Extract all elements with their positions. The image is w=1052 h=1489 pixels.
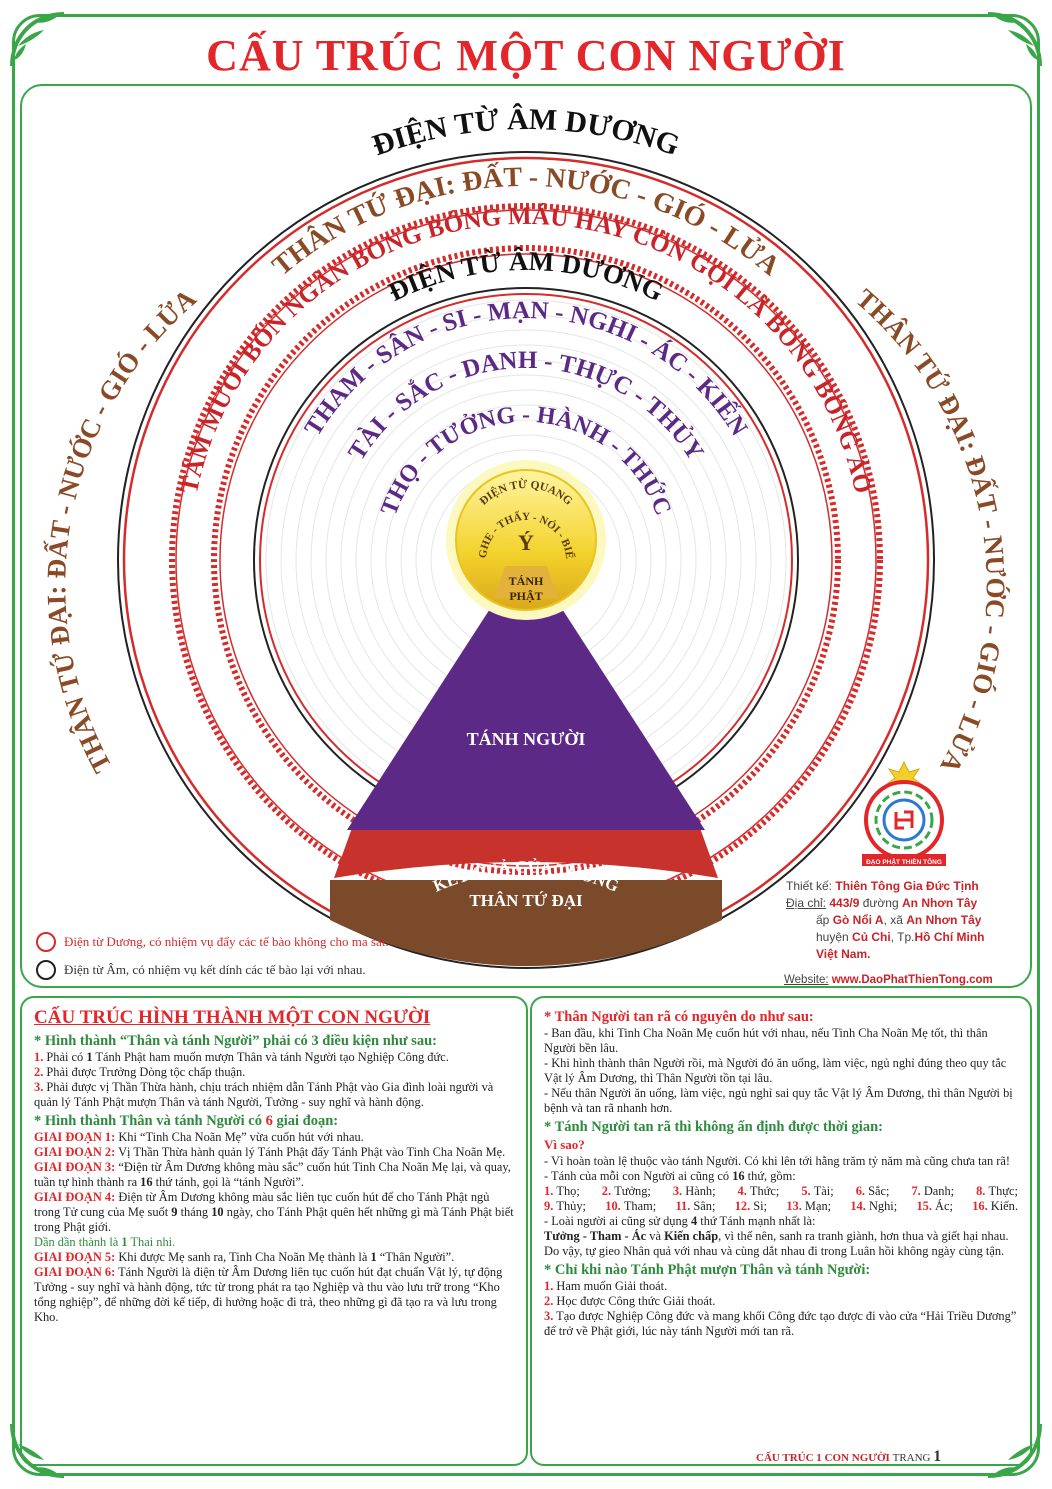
corner-ornament-icon [987,12,1042,67]
reason-4: - Vì hoàn toàn lệ thuộc vào tánh Người. … [544,1154,1011,1168]
nature-item: 12. Si; [734,1199,768,1213]
stage-2: GIAI ĐOẠN 2: Vị Thần Thừa hành quản lý T… [34,1145,506,1159]
why-label: Vì sao? [544,1137,585,1152]
right-text-column: * Thân Người tan rã có nguyên do như sau… [530,996,1032,1466]
diagram-frame [20,84,1032,988]
nature-item: 15. Ác; [916,1199,953,1213]
stage-1: GIAI ĐOẠN 1: Khi “Tinh Cha Noãn Mẹ” vừa … [34,1130,364,1144]
nature-item: 13. Mạn; [786,1199,832,1213]
website-link[interactable]: www.DaoPhatThienTong.com [831,974,993,986]
band-ket-qua [334,828,718,878]
nature-item: 11. Sân; [675,1199,716,1213]
core-circle [455,469,597,611]
nature-item: 6. Sắc; [855,1184,890,1198]
ring-outer-text: ĐIỆN TỪ ÂM DƯƠNG [368,103,683,162]
outer-black-ring [117,151,935,969]
subheading-stages: * Hình thành Thân và tánh Người có 6 gia… [34,1113,339,1129]
liberation-2: 2. Học được Công thức Giải thoát. [544,1294,716,1308]
condition-1: 1. Phải có 1 Tánh Phật ham muốn mượn Thâ… [34,1050,449,1064]
nature-item: 3. Hành; [672,1184,716,1198]
page-title: CẤU TRÚC MỘT CON NGƯỜI [206,31,846,80]
thai-nhi-line: Dần dần thành là 1 Thai nhi. [34,1235,176,1249]
condition-2: 2. Phải được Trưởng Dòng tộc chấp thuận. [34,1065,246,1079]
natures-intro: - Tánh của mỗi con Người ai cũng có 16 t… [544,1169,796,1183]
natures-row-1: 1. Thọ; 2. Tưởng; 3. Hành; 4. Thức; 5. Tài; 6… [544,1184,1018,1199]
nature-item: 4. Thức; [737,1184,780,1198]
black-circle-icon [36,960,56,980]
strongest-intro: - Loài người ai cũng sử dụng 4 thứ Tánh … [544,1214,816,1228]
natures-row-2: 9. Thủy; 10. Tham; 11. Sân; 12. Si; 13. Mạn;… [544,1199,1018,1214]
beaded-ring [169,203,883,917]
stage-4: GIAI ĐOẠN 4: Điện từ Âm Dương không màu … [34,1190,514,1234]
pyramid-text: TÁNH NGƯỜI [467,728,586,749]
nature-item: 7. Danh; [911,1184,955,1198]
nature-item: 1. Thọ; [544,1184,580,1198]
beaded-ring [211,245,841,875]
core-center-text: Ý [518,530,534,555]
tanh-phat-text-1: TÁNH [509,574,544,588]
legend-red: Điện từ Dương, có nhiệm vụ đẩy các tế bà… [36,932,389,952]
human-structure-diagram: ĐIỆN TỪ ÂM DƯƠNG THÂN TỨ ĐẠI: ĐẤT - NƯỚC… [0,0,1011,969]
condition-3: 3. Phải được vị Thần Thừa hành, chịu trá… [34,1080,494,1109]
reason-1: - Ban đầu, khi Tinh Cha Noãn Mẹ cuốn hút… [544,1026,988,1055]
subheading-nature-decay: * Tánh Người tan rã thì không ấn định đư… [544,1119,883,1135]
corner-ornament-icon [10,12,65,67]
band-than-tu-dai-text: THÂN TỨ ĐẠI [469,891,583,910]
stage-6: GIAI ĐOẠN 6: Tánh Người là điện từ Âm Dư… [34,1265,503,1324]
stage-5: GIAI ĐOẠN 5: Khi được Mẹ sanh ra, Tinh C… [34,1250,455,1264]
nature-item: 16. Kiến. [972,1199,1018,1213]
svg-text:ĐIỆN TỪ ÂM DƯƠNG: ĐIỆN TỪ ÂM DƯƠNG [368,103,683,162]
liberation-3: 3. Tạo được Nghiệp Công đức và mang khối… [544,1309,1017,1338]
credit-block: Thiết kế: Thiên Tông Gia Đức Tịnh Địa ch… [786,879,985,961]
reason-3: - Nếu thân Người ăn uống, làm việc, ngủ … [544,1086,1013,1115]
liberation-1: 1. Ham muốn Giải thoát. [544,1279,668,1293]
stage-3: GIAI ĐOẠN 3: “Điện từ Âm Dương không màu… [34,1160,511,1189]
reason-2: - Khi hình thành thân Người rồi, mà Ngườ… [544,1056,1007,1085]
subheading-body-decay: * Thân Người tan rã có nguyên do như sau… [544,1009,814,1025]
left-text-column: CẤU TRÚC HÌNH THÀNH MỘT CON NGƯỜI * Hình… [20,996,528,1466]
red-circle-icon [36,932,56,952]
outer-frame [12,14,1040,1476]
page-footer: CẤU TRÚC 1 CON NGƯỜI TRANG 1 [756,1448,942,1465]
section-heading: CẤU TRÚC HÌNH THÀNH MỘT CON NGƯỜI [34,1007,431,1028]
nature-item: 5. Tài; [801,1184,834,1198]
nature-item: 10. Tham; [605,1199,657,1213]
nature-item: 14. Nghi; [850,1199,898,1213]
subheading-liberation: * Chỉ khi nào Tánh Phật mượn Thân và tán… [544,1262,871,1278]
dao-phat-logo-icon [862,760,946,866]
tanh-phat-text-2: PHẬT [509,589,542,603]
legend-black: Điện từ Âm, có nhiệm vụ kết dính các tế … [36,960,366,980]
website-line: Website: www.DaoPhatThienTong.com [784,974,993,986]
nature-item: 2. Tưởng; [601,1184,651,1198]
nature-item: 8. Thực; [976,1184,1018,1198]
strongest-natures: Tưởng - Tham - Ác và Kiến chấp, vì thế n… [544,1229,1009,1258]
band-than-tu-dai [330,880,722,967]
tanh-phat-cap [494,566,558,598]
subheading-conditions: * Hình thành “Thân và tánh Người” phải c… [34,1033,437,1049]
nature-item: 9. Thủy; [544,1199,586,1213]
logo-text: ĐẠO PHẬT THIỀN TÔNG [866,856,942,866]
pyramid-tanh-nguoi [347,598,705,830]
